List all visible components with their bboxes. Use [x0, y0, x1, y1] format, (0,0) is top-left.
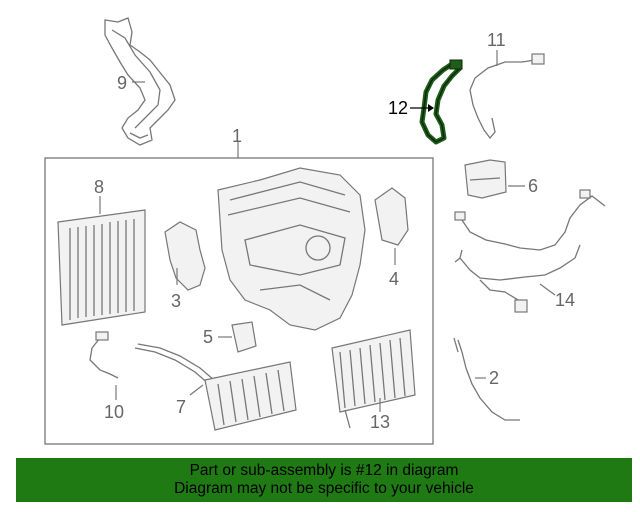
part-6-module	[464, 159, 507, 199]
callout-6: 6	[528, 176, 538, 196]
hvac-unit-body	[217, 167, 366, 331]
parts-diagram: 1 9 12 11 6 14	[44, 17, 606, 445]
callout-8: 8	[94, 177, 104, 197]
callout-14: 14	[555, 290, 575, 310]
part-2-pipe	[453, 337, 520, 421]
callout-13: 13	[370, 412, 390, 432]
part-3-bracket	[164, 221, 206, 291]
callout-1: 1	[232, 126, 242, 146]
callout-10: 10	[104, 402, 124, 422]
part-8-evaporator	[57, 209, 146, 326]
callout-3: 3	[171, 291, 181, 311]
callout-11: 11	[487, 30, 506, 50]
part-14-harness	[454, 189, 606, 313]
callout-7: 7	[176, 397, 186, 417]
assembly-box	[44, 157, 434, 445]
callout-9: 9	[117, 73, 127, 93]
part-12-hose	[419, 59, 463, 145]
part-9-bracket	[104, 17, 176, 146]
part-13-core	[331, 329, 416, 429]
callout-12: 12	[388, 98, 408, 118]
part-11-wire	[469, 53, 545, 140]
part-10-wire	[89, 331, 119, 379]
banner-line-1: Part or sub-assembly is #12 in diagram	[189, 462, 459, 479]
part-4-actuator	[374, 187, 409, 246]
callout-2: 2	[489, 368, 499, 388]
part-5-sensor	[231, 321, 257, 353]
part-info-banner: Part or sub-assembly is #12 in diagram D…	[16, 458, 632, 502]
banner-line-2: Diagram may not be specific to your vehi…	[174, 480, 474, 497]
callout-4: 4	[389, 269, 399, 289]
part-7-heater-core	[134, 343, 297, 431]
callout-5: 5	[203, 327, 213, 347]
